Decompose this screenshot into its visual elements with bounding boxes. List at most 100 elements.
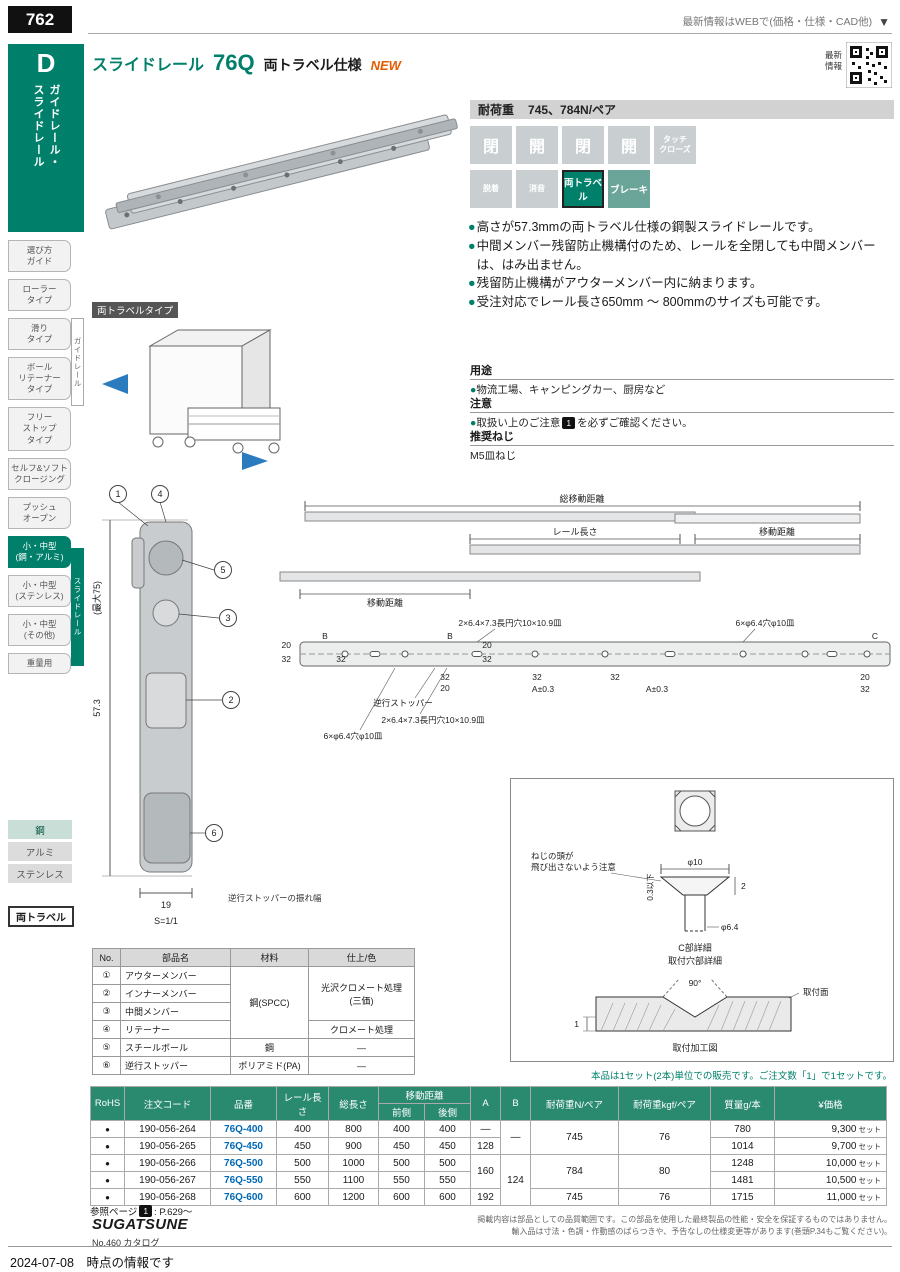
dim-C: C	[872, 631, 878, 641]
sidebar-item-ball-retainer: ボール リテーナー タイプ	[8, 357, 71, 401]
spec-row: ● 190-056-268 76Q-600 600 1200 600 600 1…	[90, 1188, 887, 1206]
travel-rear: 500	[424, 1154, 471, 1172]
dim-1: 1	[574, 1019, 579, 1029]
material-tab-stainless: ステンレス	[8, 864, 72, 883]
sidebar-item-small-medium-steel: 小・中型 (鋼・アルミ)	[8, 535, 71, 568]
feature-text: 中間メンバー残留防止機構付のため、レールを全閉しても中間メンバーは、はみ出ません…	[476, 238, 876, 272]
travel-rear: 400	[424, 1120, 471, 1138]
rail-length: 400	[276, 1120, 329, 1138]
mass: 1248	[710, 1154, 775, 1172]
load-kgf: 76	[618, 1120, 711, 1155]
mass: 780	[710, 1120, 775, 1138]
section-letter: D	[36, 48, 56, 78]
page-number: 762	[8, 6, 72, 33]
load-n: 745	[530, 1188, 619, 1206]
caution-post: を必ずご確認ください。	[577, 417, 693, 429]
dim-dia64: φ6.4	[721, 922, 739, 932]
dim-03: 0.3以下	[646, 873, 655, 900]
travel-rear: 600	[424, 1188, 471, 1206]
part-no: ②	[92, 984, 121, 1003]
travel-front: 450	[378, 1137, 425, 1155]
spec-table: RoHS 注文コード 品番 レール長さ 総長さ 移動距離 A B 耐荷重N/ペア…	[90, 1086, 887, 1206]
qr-label: 最新 情報	[824, 50, 842, 72]
spec-row: ● 190-056-266 76Q-500 500 1000 500 500 1…	[90, 1154, 887, 1206]
cabinet-diagram	[102, 329, 281, 470]
qr-code	[846, 42, 892, 88]
price-unit: セット	[858, 1192, 882, 1202]
mount-fig-caption: 取付加工図	[672, 1043, 717, 1053]
part-no: ③	[92, 1002, 121, 1021]
parts-table: No. 部品名 材料 仕上/色 ① アウターメンバー 鋼(SPCC) 光沢クロメ…	[92, 948, 415, 1075]
caution-label: 注意	[470, 395, 894, 413]
bullet-icon: ●	[468, 276, 476, 291]
dim-90deg: 90°	[689, 978, 702, 988]
touch-close-feature-icon: タッチ クローズ	[654, 126, 696, 164]
travel-front: 500	[378, 1154, 425, 1172]
screw-note-line2: 飛び出さないよう注意	[531, 862, 616, 872]
cross-section-drawing: (最大75) 57.3 1 4 5 3 2 6 19 S=1/1	[91, 485, 240, 926]
footer-note-2: 輸入品は寸法・色調・作動感のばらつきや、予告なしの仕様変更等があります(巻頭P.…	[511, 1227, 892, 1236]
travel-front: 600	[378, 1188, 425, 1206]
bullet-icon: ●	[468, 295, 476, 309]
total-length: 900	[328, 1137, 379, 1155]
price-unit: セット	[858, 1175, 882, 1185]
balloon-2: 2	[228, 695, 233, 705]
spec-col-travel: 移動距離	[378, 1086, 471, 1104]
sidebar-item-push-open: プッシュ オープン	[8, 496, 71, 529]
total-length: 1100	[328, 1171, 379, 1189]
part-name: 中間メンバー	[120, 1002, 231, 1021]
dim-B-b: B	[447, 631, 453, 641]
hole-spec-bottom: 6×φ6.4穴φ10皿	[324, 731, 383, 741]
feature-item: ●中間メンバー残留防止機構付のため、レールを全閉しても中間メンバーは、はみ出ませ…	[468, 237, 898, 275]
spec-col-rohs: RoHS	[90, 1086, 125, 1121]
part-name: 逆行ストッパー	[120, 1056, 231, 1075]
footer-logo-block: SUGATSUNE No.460 カタログ	[92, 1216, 188, 1249]
screw-text: M5皿ねじ	[470, 450, 517, 462]
sidebar-item-free-stop: フリー ストップ タイプ	[8, 407, 71, 451]
sugatsune-logo: SUGATSUNE	[92, 1216, 188, 1233]
part-finish: クロメート処理	[308, 1020, 415, 1039]
load-kgf: 76	[618, 1188, 711, 1206]
part-no: ①	[92, 966, 121, 985]
spec-col-rail: レール長さ	[276, 1086, 329, 1121]
sidebar-item-heavy-duty: 重量用	[8, 653, 71, 675]
dim-a: —	[470, 1120, 501, 1138]
parts-row: ⑤ スチールボール 鋼 —	[92, 1038, 415, 1057]
spec-col-load-n: 耐荷重N/ペア	[530, 1086, 619, 1121]
spec-row: ● 190-056-264 76Q-400 400 800 400 400 — …	[90, 1120, 887, 1155]
dim-rail-length: レール長さ	[552, 527, 597, 537]
close2-feature-icon: 閉	[562, 126, 604, 164]
dim-19: 19	[161, 900, 171, 910]
product-model: 76Q	[213, 50, 255, 75]
feature-text: 高さが57.3mmの両トラベル仕様の鋼製スライドレールです。	[476, 220, 821, 234]
feature-icon-row-2: 脱着 消音 両トラベル ブレーキ	[470, 170, 650, 208]
dim-travel-right: 移動距離	[759, 526, 795, 537]
open-feature-icon: 開	[516, 126, 558, 164]
balloon-4: 4	[157, 489, 162, 499]
strip-guide-rail: ガイドレール	[71, 318, 84, 406]
slot-spec-bottom: 2×6.4×7.3長円穴10×10.9皿	[381, 715, 485, 725]
feature-text: 残留防止機構がアウターメンバー内に納まります。	[476, 276, 763, 291]
hole-spec-top: 6×φ6.4穴φ10皿	[736, 618, 795, 628]
parts-col-material: 材料	[230, 948, 309, 967]
price-value: 10,500	[825, 1174, 857, 1186]
part-finish: 光沢クロメート処理 (三価)	[308, 966, 415, 1021]
dim-20-a: 20	[282, 640, 292, 650]
mount-face-label: 取付面	[803, 987, 829, 997]
sidebar-tabs: 選び方 ガイド ローラー タイプ 滑り タイプ ボール リテーナー タイプ フリ…	[8, 240, 71, 675]
page-title: スライドレール 76Q 両トラベル仕様 NEW	[92, 50, 401, 76]
part-no: ⑥	[92, 1056, 121, 1075]
dim-32-d: 32	[440, 672, 450, 682]
sidebar-section-box: D ガイドレール・ スライドレール	[8, 44, 84, 232]
spec-col-a: A	[470, 1086, 501, 1121]
rail-length: 500	[276, 1154, 329, 1172]
rail-length: 450	[276, 1137, 329, 1155]
spec-col-order: 注文コード	[124, 1086, 211, 1121]
rail-dimension-drawing: 総移動距離 レール長さ 移動距離 移動距離 2×6.4×7.3長円穴10×10.…	[279, 493, 891, 741]
qr-area: 最新 情報	[825, 42, 892, 88]
price-value: 9,300	[831, 1123, 857, 1135]
